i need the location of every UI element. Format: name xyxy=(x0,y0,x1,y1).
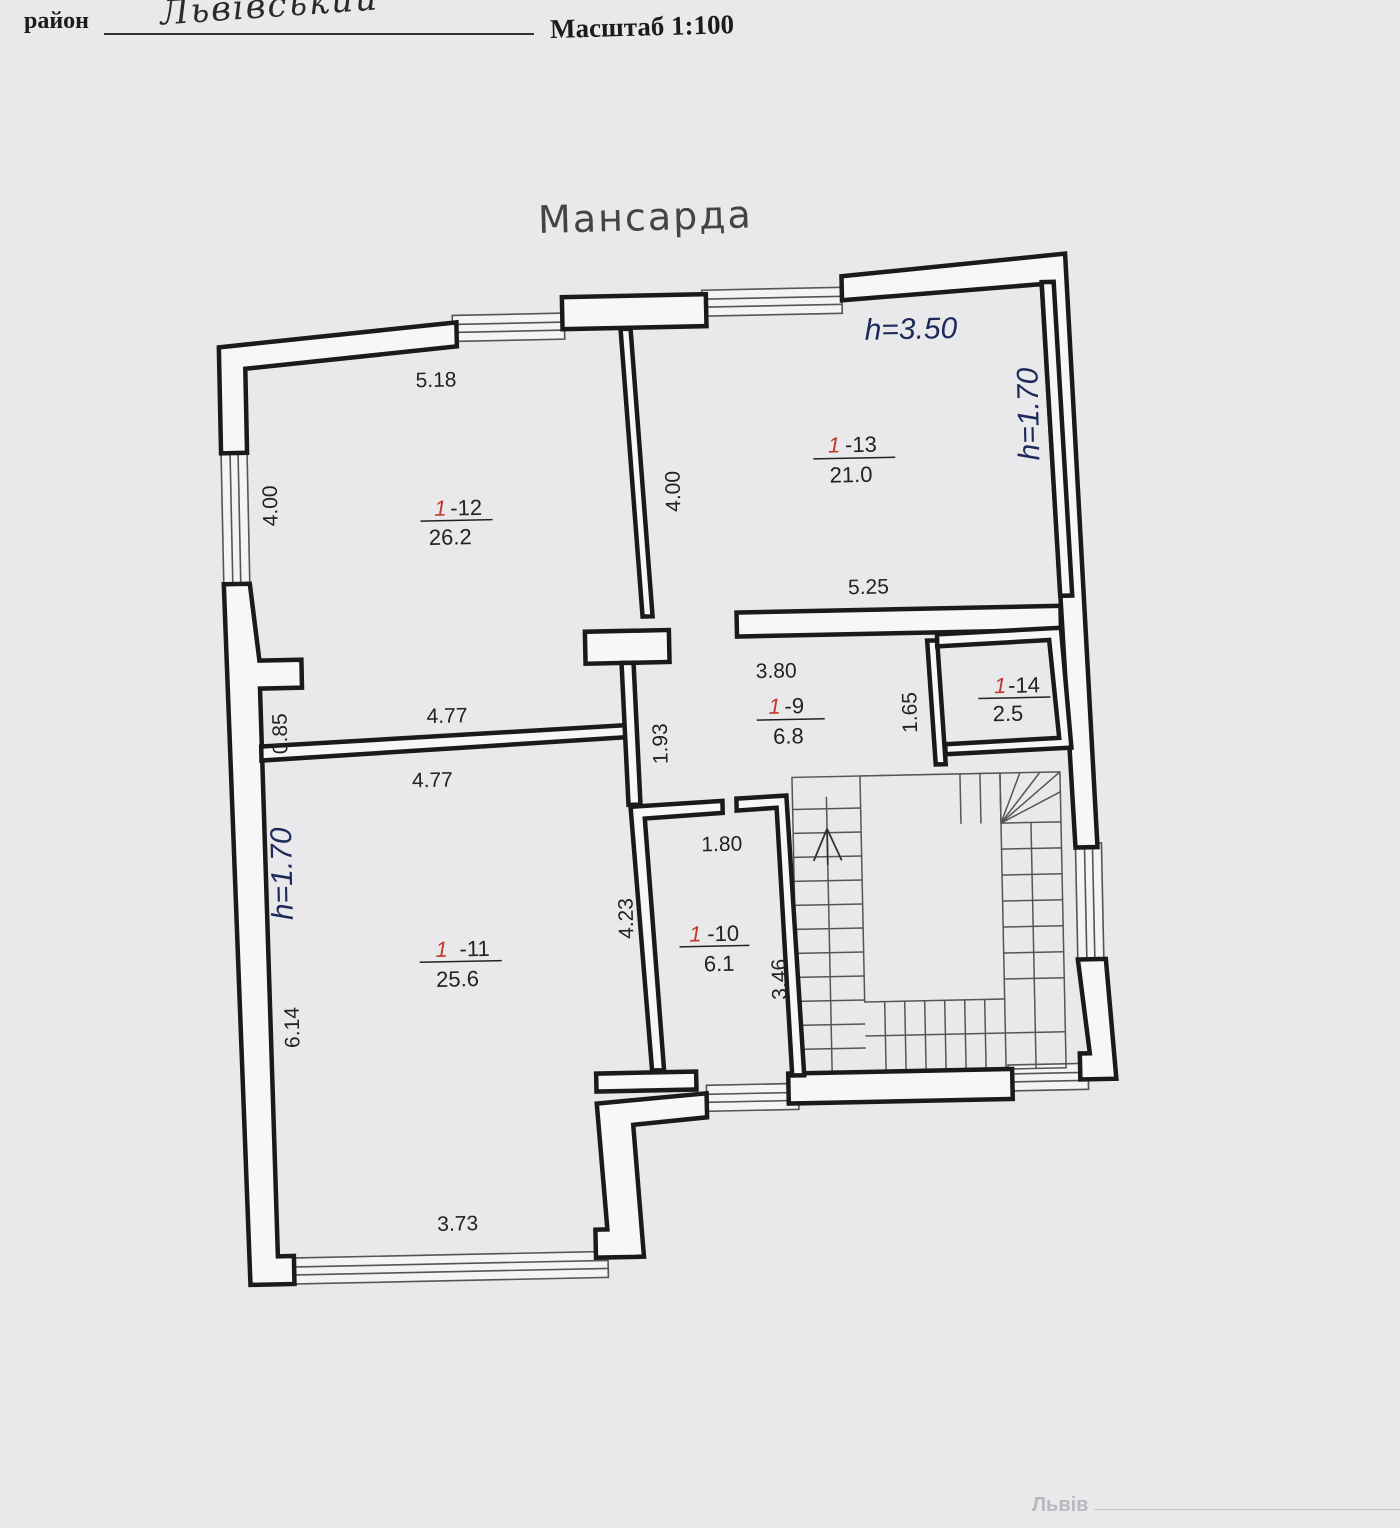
room-1-10-area: 6.1 xyxy=(704,951,735,977)
wall-pier-top-center xyxy=(559,291,709,332)
dim-hall-depth: 1.93 xyxy=(649,723,673,764)
wall-bottom-right xyxy=(785,1066,1016,1106)
dim-hall-width: 3.80 xyxy=(756,659,797,683)
dim-room-1-11-depth-left: 6.14 xyxy=(281,1007,305,1049)
room-1-12-number-prefix: 1 xyxy=(434,496,447,521)
room-1-14-number-suffix: -14 xyxy=(1008,672,1040,698)
dim-room-1-13-width: 5.25 xyxy=(848,575,889,599)
room-1-14-area: 2.5 xyxy=(992,701,1023,727)
exterior-wall-top-left xyxy=(216,319,460,456)
room-1-9-area: 6.8 xyxy=(773,723,804,749)
region-label: район xyxy=(24,8,90,34)
partition-13-bottom xyxy=(1039,279,1075,599)
dim-room-1-11-width-top: 4.77 xyxy=(412,769,453,793)
partition-wc-frame xyxy=(934,625,1074,757)
window-bottom-right xyxy=(1007,1062,1090,1092)
wall-segment-between-13-9 xyxy=(734,603,1064,639)
partition-10-right xyxy=(734,793,807,1078)
partition-13-left xyxy=(618,326,655,619)
room-1-12-area: 26.2 xyxy=(429,524,472,550)
room-1-9-number-prefix: 1 xyxy=(768,694,781,719)
wall-pier-center xyxy=(582,627,672,667)
staircase xyxy=(791,771,1067,1075)
ceiling-height-note: h=3.50 xyxy=(864,312,958,347)
dim-room-1-12-width: 5.18 xyxy=(415,368,456,392)
window-bottom-mid xyxy=(705,1082,800,1113)
room-1-12-label: 1 -12 26.2 xyxy=(420,495,493,550)
window-top-left xyxy=(451,312,566,343)
stair-winder-treads xyxy=(959,771,1061,824)
room-1-11-number-suffix: -11 xyxy=(459,936,490,962)
door-threshold-10 xyxy=(593,1069,699,1094)
knee-wall-height-note-right: h=1.70 xyxy=(1011,367,1046,461)
dim-nook-depth: 0.85 xyxy=(269,713,293,754)
handwritten-annotations: h=3.50 h=1.70 h=1.70 xyxy=(265,312,1046,921)
room-1-10-number-suffix: -10 xyxy=(707,921,739,947)
room-1-9-label: 1 -9 6.8 xyxy=(756,693,825,749)
window-top-right xyxy=(700,286,844,318)
room-1-9-number-suffix: -9 xyxy=(784,693,804,718)
footer-city: Львів xyxy=(1032,1494,1089,1516)
window-right xyxy=(1074,842,1105,963)
room-labels: 1 -12 26.2 1 -13 21.0 1 -9 6.8 xyxy=(419,432,1051,992)
room-1-13-area: 21.0 xyxy=(829,462,872,488)
dim-room-1-10-depth: 3.46 xyxy=(768,959,792,1000)
room-1-13-number-prefix: 1 xyxy=(828,432,841,457)
room-1-13-number-suffix: -13 xyxy=(845,432,877,458)
wall-bottom-step xyxy=(593,1090,710,1260)
walls xyxy=(216,251,1119,1288)
room-1-12-number-suffix: -12 xyxy=(450,495,482,521)
partition-wc-left xyxy=(924,638,949,767)
stair-right-flight-treads xyxy=(1000,821,1065,999)
dimension-labels: 5.18 4.00 4.00 5.25 3.80 0.85 4.77 4.77 … xyxy=(259,368,922,1236)
window-bottom-left xyxy=(277,1250,610,1286)
room-1-14-label: 1 -14 2.5 xyxy=(978,672,1051,726)
window-left xyxy=(220,447,251,586)
dim-room-1-11-width-bottom: 3.73 xyxy=(437,1212,478,1236)
dim-room-1-10-width: 1.80 xyxy=(701,833,742,857)
room-1-11-area: 25.6 xyxy=(436,966,479,992)
room-1-14-number-prefix: 1 xyxy=(994,673,1007,698)
dim-room-1-13-depth: 4.00 xyxy=(662,471,686,512)
exterior-wall-top-right xyxy=(839,251,1100,850)
room-1-13-label: 1 -13 21.0 xyxy=(813,432,896,488)
room-1-10-number-prefix: 1 xyxy=(689,921,702,946)
room-1-10-label: 1 -10 6.1 xyxy=(679,921,750,977)
partition-hall-left xyxy=(619,660,643,808)
exterior-wall-left xyxy=(221,581,305,1288)
dim-room-1-11-depth-right: 4.23 xyxy=(614,898,638,939)
room-1-11-number-prefix: 1 xyxy=(435,937,448,962)
region-underline xyxy=(104,33,534,35)
dim-room-1-12-depth: 4.00 xyxy=(259,485,283,526)
exterior-wall-right-lower xyxy=(1075,956,1119,1082)
stair-bottom-flight-treads xyxy=(865,998,1066,1072)
stair-up-arrow-icon xyxy=(812,828,843,865)
partition-11-12 xyxy=(258,722,636,763)
dim-nook-width: 4.77 xyxy=(426,704,467,728)
floor-plan-drawing: 1 -12 26.2 1 -13 21.0 1 -9 6.8 xyxy=(216,251,1119,1288)
footer-line xyxy=(1094,1509,1400,1510)
knee-wall-height-note-left: h=1.70 xyxy=(265,827,300,921)
dim-wc-depth: 1.65 xyxy=(898,692,922,733)
room-1-11-label: 1 -11 25.6 xyxy=(419,936,502,992)
stair-well xyxy=(859,772,1006,1003)
